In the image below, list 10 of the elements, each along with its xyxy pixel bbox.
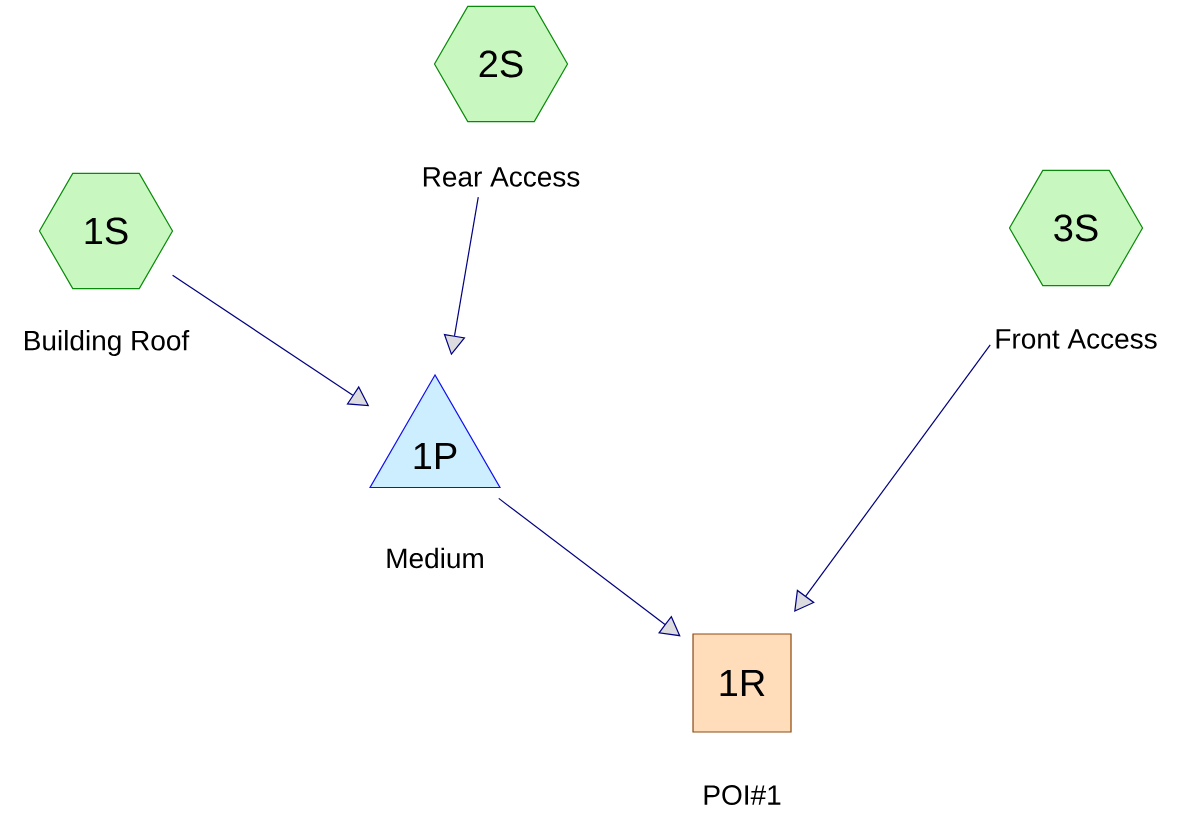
hexagon-node: 1S xyxy=(38,172,174,290)
node-label: Building Roof xyxy=(25,329,190,357)
node-label: Rear Access xyxy=(423,167,580,187)
node-label: POI#1 xyxy=(704,785,781,805)
square-node: 1R xyxy=(692,633,792,733)
arrow xyxy=(498,497,681,637)
hexagon-node: 2S xyxy=(433,5,569,123)
node-label: Medium xyxy=(387,547,483,569)
hexagon-node: 3S xyxy=(1008,169,1144,287)
node-label: Front Access xyxy=(996,329,1157,349)
